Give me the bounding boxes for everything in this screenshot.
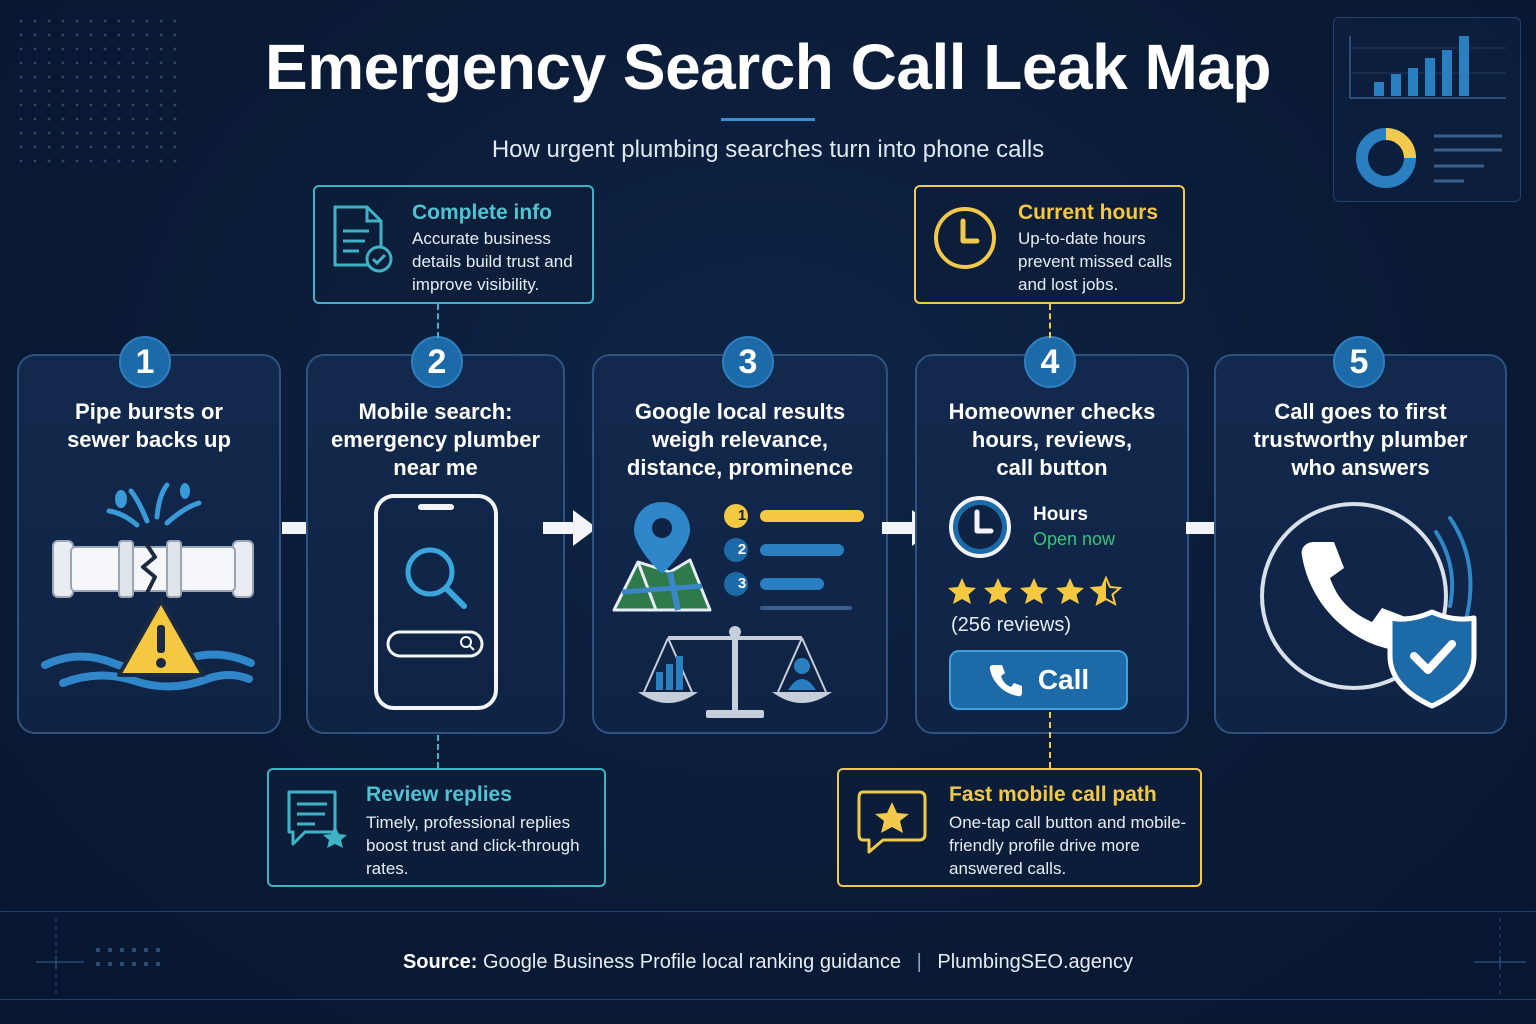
title-underline: [721, 118, 815, 121]
footer-divider: [0, 999, 1536, 1000]
footer-divider: [0, 911, 1536, 912]
phone-call-shield-icon: [1260, 502, 1477, 709]
step-3-badge: 3: [722, 336, 774, 388]
step-1-badge: 1: [119, 336, 171, 388]
connector-line: [1049, 712, 1051, 768]
arrow-right-icon: [543, 510, 597, 546]
star-icon: [984, 578, 1012, 604]
star-rating: [948, 577, 1121, 605]
chat-star-icon: [287, 790, 347, 848]
open-now-status: Open now: [1033, 529, 1116, 549]
phone-search-icon: [374, 494, 498, 710]
connector-line: [437, 304, 439, 338]
callout-text: Accurate business details build trust an…: [412, 229, 573, 294]
callout-title: Complete info: [412, 201, 552, 224]
callout-text: Up-to-date hours prevent missed calls an…: [1018, 229, 1173, 294]
decorative-crosshair-icon: [1474, 918, 1526, 996]
call-button-label: Call: [1037, 664, 1090, 695]
rank-2-label: 2: [737, 541, 747, 558]
step-2-title: Mobile search: emergency plumber near me: [330, 399, 541, 480]
step-3-title: Google local results weigh relevance, di…: [626, 399, 854, 480]
callout-title: Current hours: [1018, 201, 1159, 224]
connector-line: [437, 735, 439, 768]
step-4-title: Homeowner checks hours, reviews, call bu…: [948, 399, 1156, 480]
step-3-card: Google local results weigh relevance, di…: [592, 354, 888, 734]
burst-pipe-icon: [41, 482, 255, 691]
callout-current-hours: Current hours Up-to-date hours prevent m…: [914, 185, 1185, 304]
rank-1-label: 1: [737, 507, 747, 524]
decorative-crosshair-icon: [36, 918, 160, 996]
callout-text: Timely, professional replies boost trust…: [366, 813, 580, 878]
document-check-icon: [333, 205, 393, 273]
phone-icon: [989, 665, 1022, 697]
callout-title: Review replies: [366, 783, 512, 806]
step-2-badge: 2: [411, 336, 463, 388]
clock-icon: [934, 207, 996, 269]
half-star-icon: [1091, 577, 1121, 605]
review-count: (256 reviews): [951, 614, 1072, 636]
step-1-card: Pipe bursts or sewer backs up: [17, 354, 281, 734]
callout-fast-call-path: Fast mobile call path One-tap call butto…: [837, 768, 1202, 887]
callout-complete-info: Complete info Accurate business details …: [313, 185, 594, 304]
step-1-title: Pipe bursts or sewer backs up: [67, 399, 231, 452]
brand-link[interactable]: PlumbingSEO.agency: [937, 951, 1134, 973]
hours-label: Hours: [1033, 504, 1088, 525]
decorative-dot-grid: [14, 14, 184, 164]
star-icon: [1020, 578, 1048, 604]
clock-icon: [949, 496, 1011, 558]
callout-text: One-tap call button and mobile- friendly…: [949, 813, 1187, 878]
step-2-card: Mobile search: emergency plumber near me: [306, 354, 565, 734]
call-button[interactable]: Call: [949, 650, 1128, 710]
callout-title: Fast mobile call path: [949, 783, 1157, 806]
footer-source: Source: Google Business Profile local ra…: [402, 951, 1134, 973]
star-icon: [948, 578, 976, 604]
star-icon: [1056, 578, 1084, 604]
dashboard-widget: [1333, 17, 1521, 202]
step-4-badge: 4: [1024, 336, 1076, 388]
step-5-badge: 5: [1333, 336, 1385, 388]
map-ranking-icon: [612, 502, 864, 718]
chat-star-icon: [857, 790, 927, 854]
connector-line: [1049, 304, 1051, 338]
step-5-title: Call goes to first trustworthy plumber w…: [1253, 399, 1468, 480]
step-5-card: Call goes to first trustworthy plumber w…: [1214, 354, 1507, 734]
callout-review-replies: Review replies Timely, professional repl…: [267, 768, 606, 887]
rank-3-label: 3: [737, 575, 747, 592]
dashboard-chart-icon: [1349, 36, 1506, 188]
page-subtitle: How urgent plumbing searches turn into p…: [491, 136, 1045, 163]
page-title: Emergency Search Call Leak Map: [265, 31, 1271, 103]
